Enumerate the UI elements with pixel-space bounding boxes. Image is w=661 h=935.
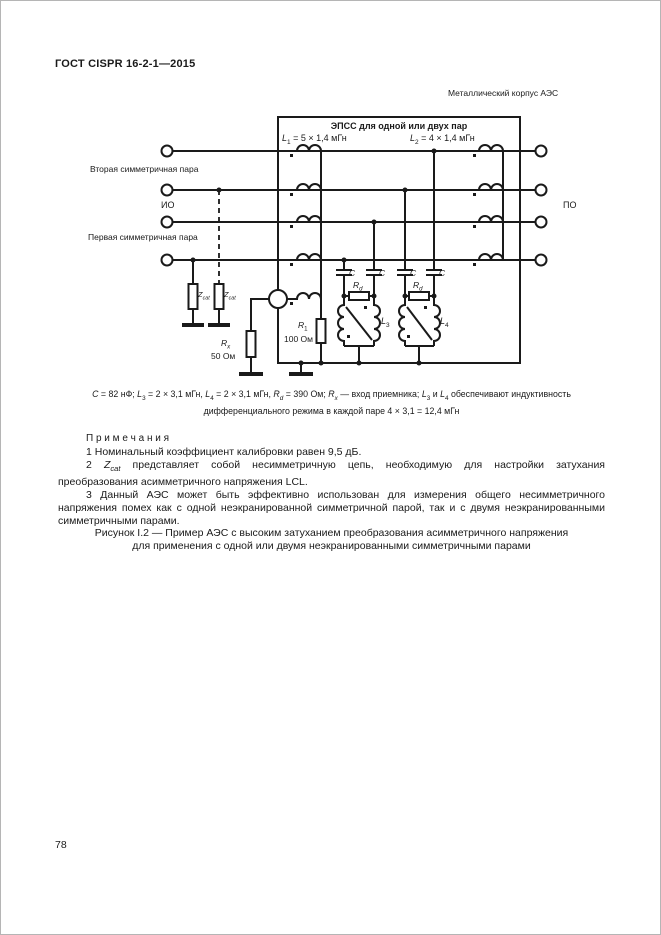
label-first-pair: Первая симметричная пара xyxy=(88,232,198,242)
label-zcat-2: Zcat xyxy=(224,290,236,302)
figure-caption: Рисунок I.2 — Пример АЭС с высоким затух… xyxy=(58,527,605,553)
label-zcat-1: Zcat xyxy=(198,290,210,302)
network-rd-l4 xyxy=(398,291,441,363)
label-po: ПО xyxy=(563,200,577,210)
terminals xyxy=(160,144,548,267)
label-r1-value: 100 Ом xyxy=(284,334,313,344)
line-wires xyxy=(173,150,535,261)
note-1: 1 Номинальный коэффициент калибровки рав… xyxy=(86,446,362,459)
resistor-rx xyxy=(239,298,269,376)
choke-l2 xyxy=(473,144,504,266)
resistor-zcat-2 xyxy=(208,190,230,327)
label-r1: R1 xyxy=(298,320,308,333)
label-l2: L2 = 4 × 1,4 мГн xyxy=(410,133,475,146)
network-rd-l3 xyxy=(337,291,381,363)
notes-heading: П р и м е ч а н и я xyxy=(86,433,170,444)
component-values-caption: C = 82 нФ; L3 = 2 × 3,1 мГн, L4 = 2 × 3,… xyxy=(58,388,605,418)
label-l4: L4 xyxy=(440,316,449,329)
label-rd-2: Rd xyxy=(413,280,423,293)
junction-dots xyxy=(190,148,437,366)
label-rx: Rx xyxy=(221,338,231,351)
label-l3: L3 xyxy=(381,316,390,329)
label-c2: C xyxy=(379,268,386,278)
resistor-zcat-1 xyxy=(182,260,204,327)
isn-box xyxy=(277,116,521,364)
page-number: 78 xyxy=(55,839,67,851)
note-2: 2 Zcat представляет собой несимметричную… xyxy=(58,459,605,488)
label-c1: C xyxy=(349,268,356,278)
figure-caption-line-1: Рисунок I.2 — Пример АЭС с высоким затух… xyxy=(94,527,569,539)
label-io: ИО xyxy=(161,200,175,210)
caption-line-2: дифференциального режима в каждой паре 4… xyxy=(203,405,460,416)
circuit-diagram xyxy=(160,116,548,376)
notes-section: П р и м е ч а н и я 1 Номинальный коэффи… xyxy=(58,432,605,529)
figure-caption-line-2: для применения с одной или двумя неэкран… xyxy=(132,540,531,552)
caption-line-1: C = 82 нФ; L3 = 2 × 3,1 мГн, L4 = 2 × 3,… xyxy=(92,389,571,402)
label-rd-1: Rd xyxy=(353,280,363,293)
port-connector xyxy=(268,289,288,309)
document-header: ГОСТ CISPR 16-2-1—2015 xyxy=(55,58,196,70)
label-l1: L1 = 5 × 1,4 мГн xyxy=(282,133,347,146)
epss-box-title: ЭПСС для одной или двух пар xyxy=(330,121,468,131)
label-second-pair: Вторая симметричная пара xyxy=(90,164,199,174)
metal-case-label: Металлический корпус АЭС xyxy=(448,88,559,98)
choke-l1 xyxy=(287,144,322,363)
note-3: 3 Данный АЭС может быть эффективно испол… xyxy=(58,488,605,528)
label-rx-value: 50 Ом xyxy=(211,351,236,361)
capacitors xyxy=(336,151,442,296)
label-c3: C xyxy=(410,268,417,278)
resistor-r1 xyxy=(315,318,327,344)
label-c4: C xyxy=(439,268,446,278)
